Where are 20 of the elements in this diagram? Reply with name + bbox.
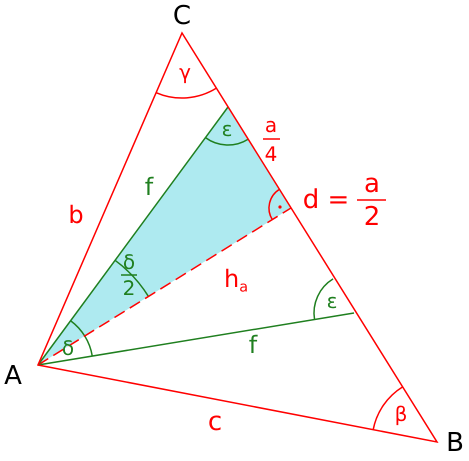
altitude-label: h$_{a}$ xyxy=(224,267,248,295)
side-label: b xyxy=(68,203,84,227)
side-label: c xyxy=(208,409,222,435)
fraction-numerator: a xyxy=(264,115,278,135)
vertex-label: A xyxy=(4,363,22,389)
fraction-denominator: 4 xyxy=(264,144,278,164)
fraction-numerator: a xyxy=(364,171,380,197)
angle-label: ε xyxy=(222,119,232,139)
fraction-numerator: δ xyxy=(122,252,136,272)
equation-label: d = xyxy=(302,187,350,213)
angle-label: β xyxy=(394,404,408,424)
segment-label: f xyxy=(144,175,154,199)
vertex-label: C xyxy=(172,3,192,29)
angle-label: γ xyxy=(179,62,191,82)
vertex-label: B xyxy=(446,430,464,456)
fraction-denominator: 2 xyxy=(122,278,136,298)
fraction-denominator: 2 xyxy=(364,204,380,230)
angle-label: ε xyxy=(326,291,338,311)
segment-label: f xyxy=(248,333,258,357)
angle-label: δ xyxy=(62,338,74,358)
